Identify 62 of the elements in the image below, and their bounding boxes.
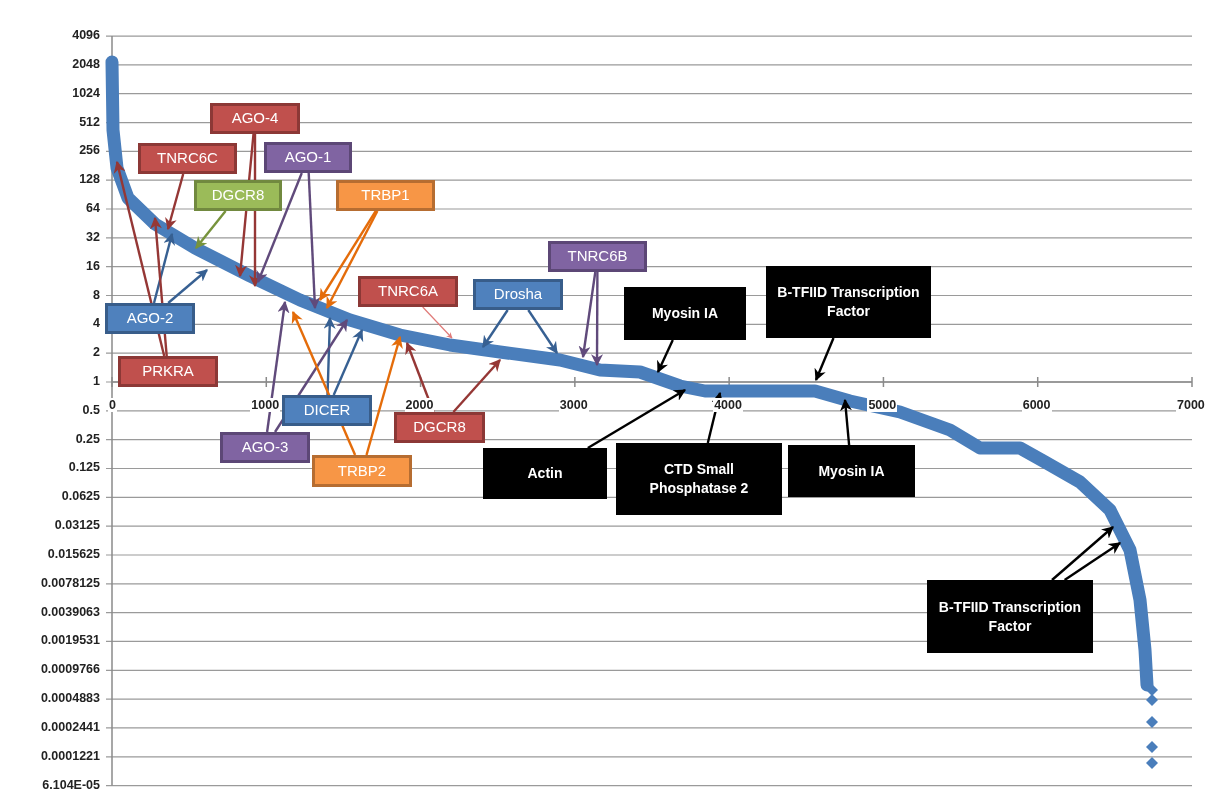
leader-arrow [319,210,377,301]
callout-label: AGO-2 [105,303,195,334]
axis-tick-label: 32 [86,229,100,244]
leader-arrow [656,339,674,374]
axis-tick-label: 0 [108,398,117,412]
axis-tick-label: 512 [79,114,100,129]
axis-tick-label: 1 [93,374,100,388]
axis-tick-label: 3000 [558,398,589,412]
axis-tick-label: 0.0039063 [40,604,100,619]
axis-tick-label: 6000 [1021,398,1052,412]
leader-arrow [265,300,290,433]
leader-arrow [578,271,597,359]
leader-arrow [325,210,379,310]
axis-tick-label: 8 [93,287,100,302]
leader-arrow [332,328,364,396]
axis-tick-label: 2000 [404,398,435,412]
leader-arrow [587,388,687,450]
axis-tick-label: 256 [79,143,100,158]
leader-arrow [422,306,453,339]
axis-tick-label: 0.0001221 [40,748,100,763]
axis-tick-label: 0.015625 [47,546,100,561]
axis-tick-label: 0.25 [75,431,100,446]
leader-arrow [1051,526,1114,581]
axis-tick-label: 0.03125 [54,518,100,533]
axis-tick-label: 6.104E-05 [42,777,100,792]
leader-arrow [323,316,336,396]
axis-tick-label: 4 [93,316,100,331]
axis-tick-label: 4000 [713,398,743,412]
axis-tick-label: 1024 [72,85,100,100]
axis-tick-label: 4096 [72,28,100,43]
leader-arrow [167,269,208,304]
leader-arrow [405,341,435,413]
axis-tick-label: 0.0002441 [40,719,100,734]
leader-arrow [256,172,303,284]
axis-tick-label: 2 [93,345,100,360]
axis-tick-label: 128 [79,172,100,187]
leader-arrow [152,232,176,304]
leader-arrow [840,398,852,446]
axis-tick-label: 0.125 [68,460,100,475]
leader-arrow [1063,542,1121,581]
axis-tick-label: 2048 [72,56,100,71]
axis-tick-label: 7000 [1176,398,1206,412]
axis-tick-label: 0.0078125 [40,575,100,590]
axis-tick-label: 0.5 [82,402,100,417]
axis-tick-label: 16 [86,258,100,273]
leader-arrow [452,359,501,413]
leader-arrow [307,172,321,310]
scatter-curve-drawing [105,55,1158,769]
leader-arrow [527,309,558,354]
leader-arrow [814,337,835,382]
leader-arrow [591,272,604,367]
axis-tick-label: 0.0009766 [40,662,100,677]
leader-arrow [195,210,227,249]
axis-tick-label: 0.0625 [61,489,100,504]
axis-tick-label: 5000 [867,398,898,412]
axis-tick-label: 0.0004883 [40,691,100,706]
leader-arrow [482,309,509,348]
leader-arrow [365,335,403,456]
leader-arrow [165,173,185,231]
axis-tick-label: 0.0019531 [40,633,100,648]
axis-tick-label: 1000 [250,398,281,412]
axis-tick-label: 64 [86,201,100,215]
